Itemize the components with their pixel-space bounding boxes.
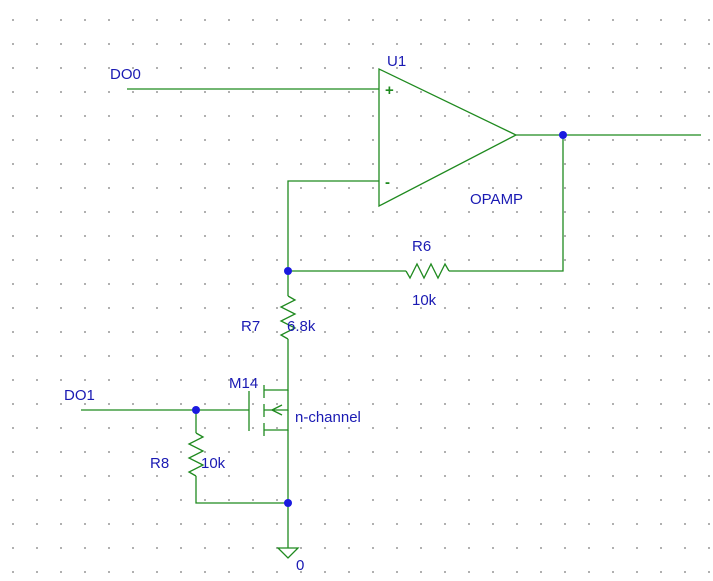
- resistor-r6[interactable]: [405, 262, 450, 280]
- junction-output[interactable]: [559, 131, 567, 139]
- r7-value: 6.8k: [287, 318, 316, 335]
- r6-refdes: R6: [412, 238, 431, 255]
- junction-feedback-node[interactable]: [284, 267, 292, 275]
- net-label-do1: DO1: [64, 387, 95, 404]
- r6-value: 10k: [412, 292, 437, 309]
- resistor-r7[interactable]: [279, 295, 297, 340]
- r8-refdes: R8: [150, 455, 169, 472]
- opamp-symbol[interactable]: [378, 67, 518, 208]
- net-label-do0: DO0: [110, 66, 141, 83]
- r7-refdes: R7: [241, 318, 260, 335]
- net-label-ground: 0: [296, 557, 304, 574]
- resistor-r8[interactable]: [187, 432, 205, 477]
- opamp-minus-sign: -: [385, 174, 390, 191]
- r8-value: 10k: [201, 455, 226, 472]
- ground-symbol[interactable]: [276, 547, 300, 559]
- wire-minus-input[interactable]: [287, 180, 379, 271]
- wire-r7-drain[interactable]: [264, 339, 289, 391]
- opamp-refdes: U1: [387, 53, 406, 70]
- wire-r8-ground[interactable]: [195, 476, 288, 504]
- junction-ground-node[interactable]: [284, 499, 292, 507]
- m14-refdes: M14: [229, 375, 258, 392]
- junction-gate[interactable]: [192, 406, 200, 414]
- opamp-model: OPAMP: [470, 191, 523, 208]
- opamp-plus-sign: +: [385, 82, 394, 99]
- mosfet-m14[interactable]: [248, 385, 289, 436]
- m14-type: n-channel: [295, 409, 361, 426]
- wire-feedback[interactable]: [449, 135, 564, 272]
